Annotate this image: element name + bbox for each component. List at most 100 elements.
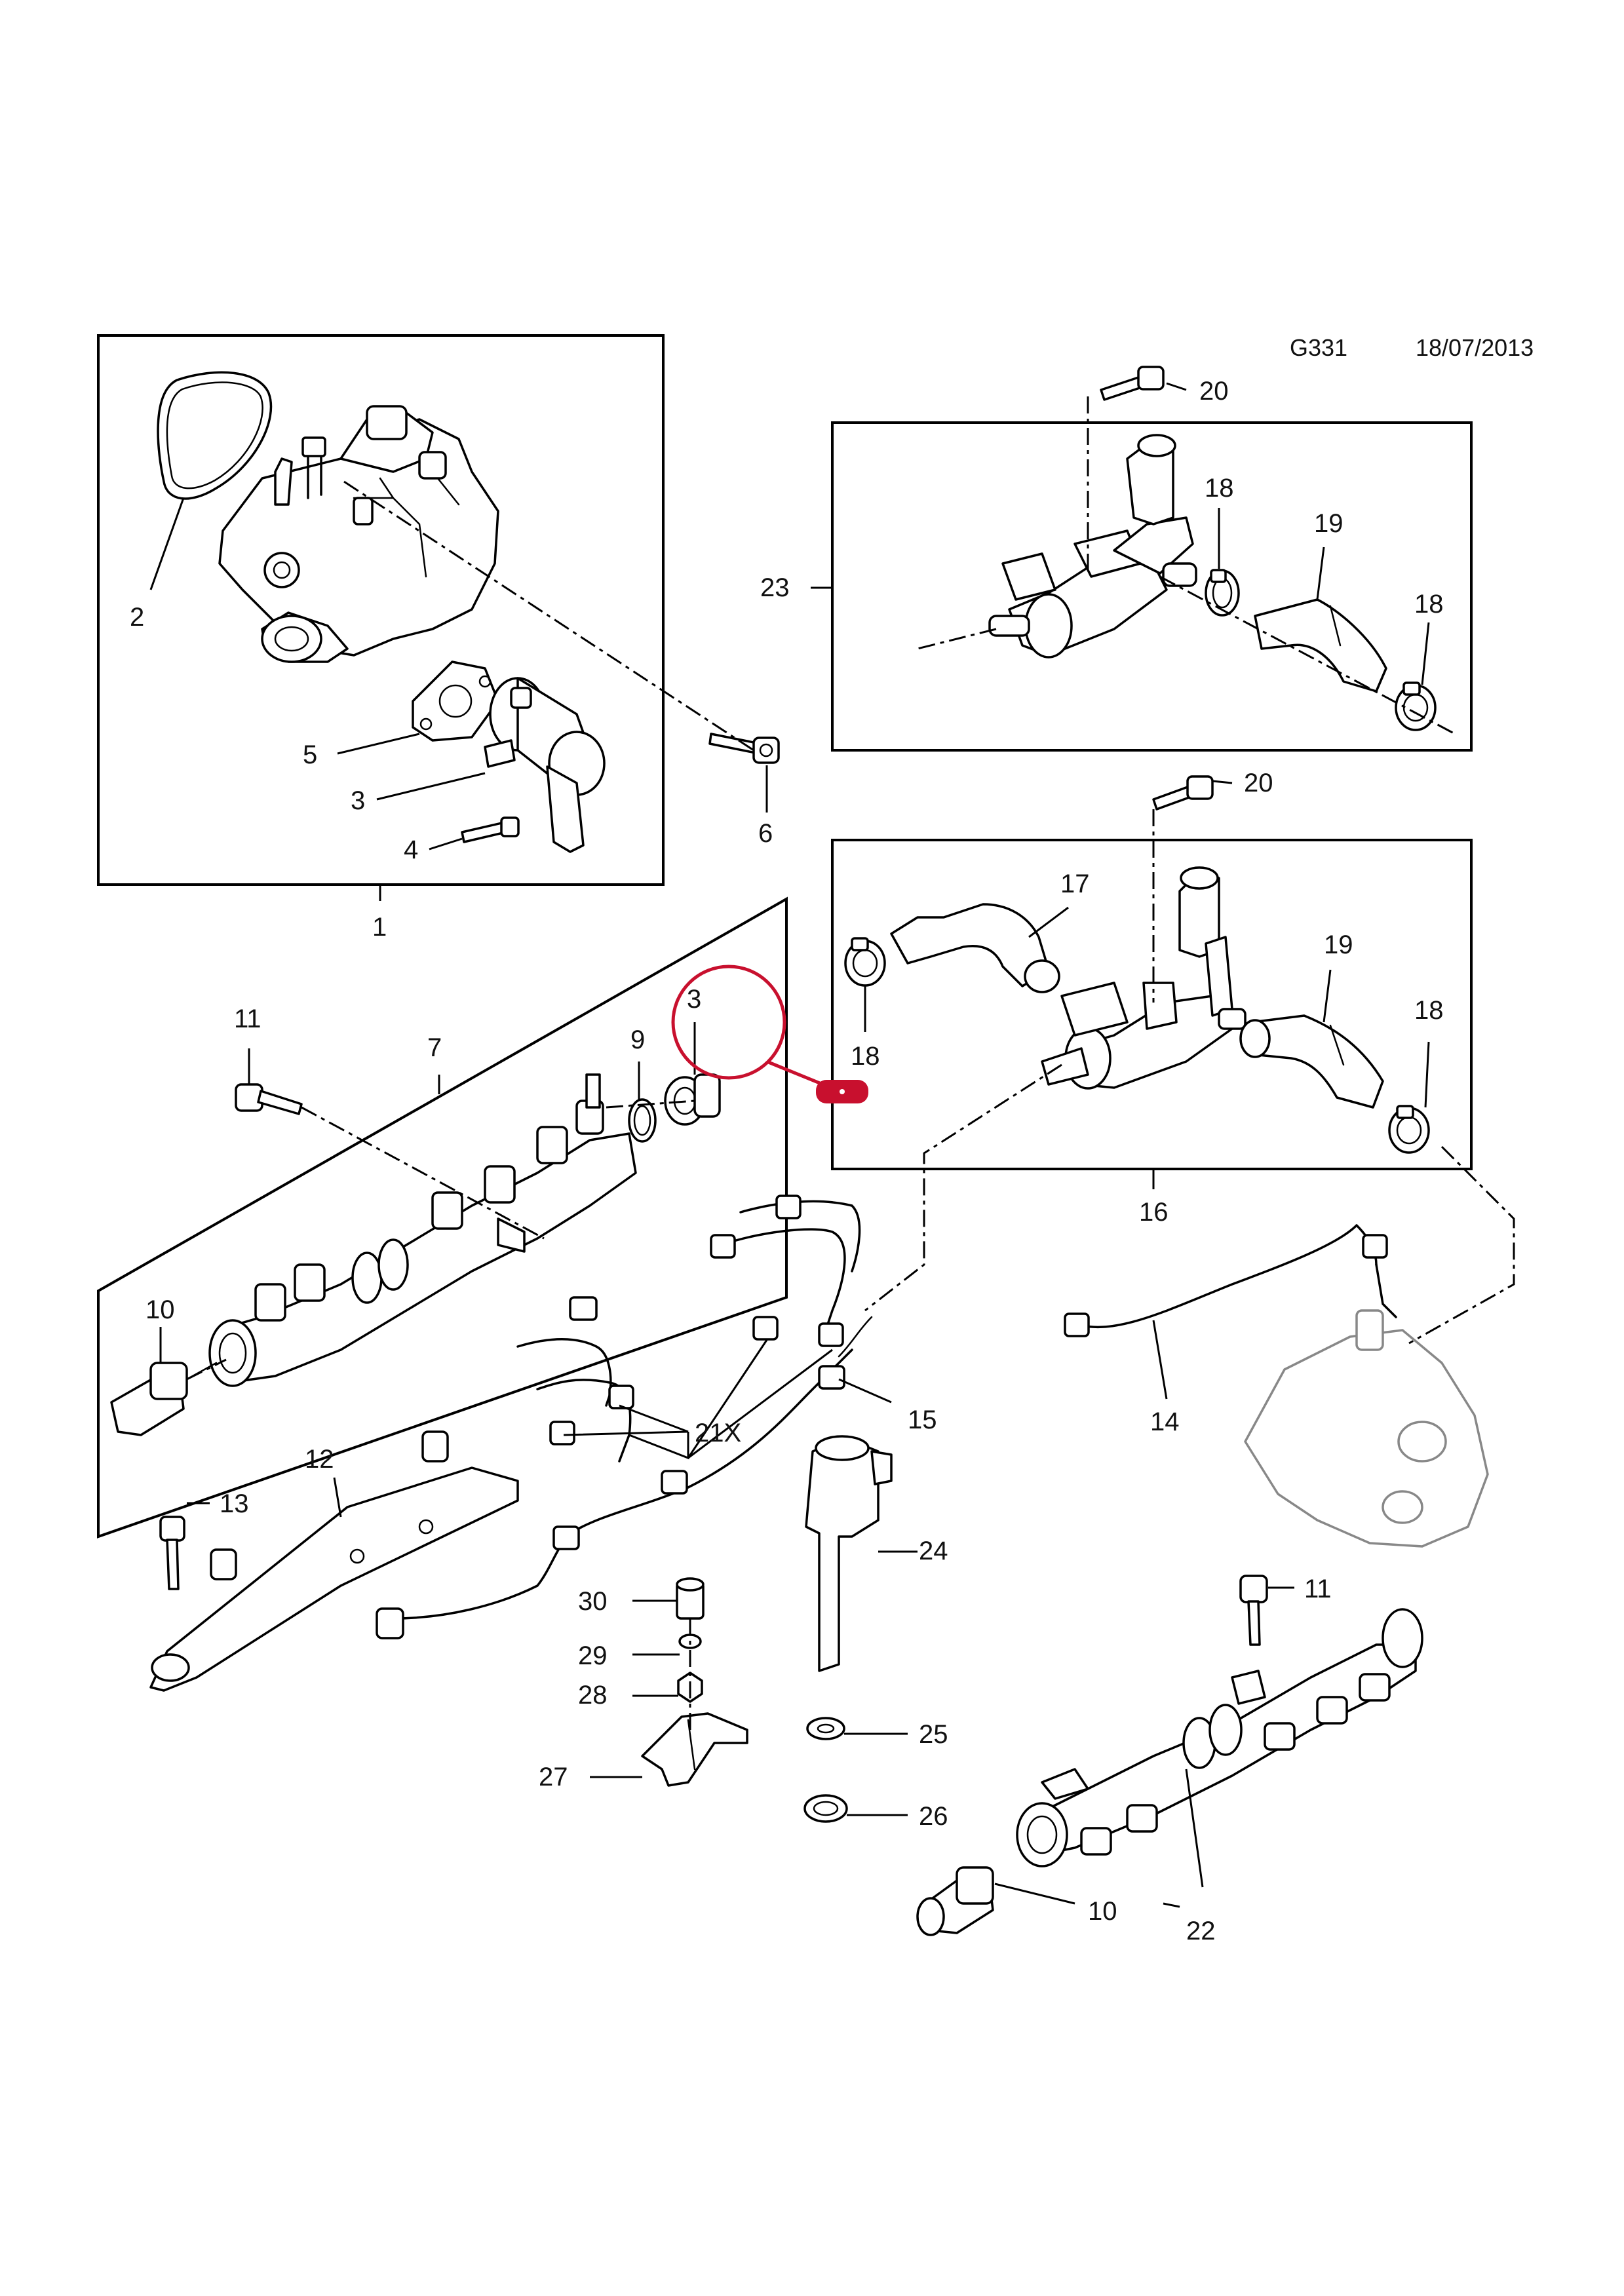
leak-off-pipe	[376, 1316, 873, 1639]
hose-clamp-18-c	[844, 937, 886, 987]
callout-21x: 21X	[695, 1419, 741, 1447]
frame-assembly-16	[831, 839, 1473, 1170]
high-pressure-pump	[218, 405, 499, 663]
callout-30: 30	[578, 1587, 608, 1616]
callout-19-lower: 19	[1324, 930, 1353, 959]
callout-10-lower: 10	[1088, 1897, 1117, 1926]
bolt-13	[159, 1516, 185, 1590]
callout-19-top: 19	[1314, 509, 1344, 538]
leader-19b	[1323, 969, 1332, 1023]
dash-line-block23	[917, 575, 1456, 735]
injector-24	[805, 1435, 893, 1672]
fuel-connector-block-23	[988, 434, 1197, 659]
callout-13: 13	[220, 1489, 249, 1518]
pump-ghost	[1244, 1309, 1489, 1548]
pump-o-ring	[157, 371, 273, 500]
fuel-rail-7	[208, 1073, 637, 1387]
injector-pipes-21x	[516, 1195, 861, 1463]
leader-2	[149, 497, 185, 590]
leader-14	[1152, 1320, 1168, 1400]
callout-6: 6	[758, 819, 773, 848]
callout-18-lower-right: 18	[1414, 996, 1444, 1025]
leader-5	[337, 733, 420, 755]
leader-10b	[994, 1883, 1075, 1905]
spacer-30	[676, 1577, 705, 1620]
rail-bracket-12	[149, 1430, 519, 1692]
high-pressure-line-14	[1064, 1224, 1397, 1337]
hose-clamp-18-b	[1395, 681, 1437, 731]
callout-29: 29	[578, 1641, 608, 1670]
callout-18-top-left: 18	[1205, 474, 1234, 503]
pressure-limiter-8	[664, 1073, 721, 1126]
callout-10-left: 10	[145, 1295, 175, 1324]
hose-clamp-18-a	[1205, 569, 1240, 617]
leader-4	[429, 837, 463, 851]
frame-assembly-23	[831, 421, 1473, 752]
fuel-connector-block-16	[1041, 866, 1247, 1090]
pump-bolt-6	[708, 733, 780, 764]
callout-11-rail: 11	[234, 1004, 261, 1033]
callout-15: 15	[908, 1406, 937, 1434]
washer-25	[806, 1717, 845, 1740]
leader-19a	[1316, 546, 1325, 600]
dash-line-rail-right	[606, 1100, 695, 1109]
leader-12	[333, 1477, 342, 1518]
callout-9: 9	[630, 1025, 645, 1054]
leader-20b	[1212, 780, 1233, 784]
leader-18d	[1424, 1041, 1430, 1108]
leader-17	[1028, 906, 1069, 938]
leader-3a	[376, 772, 486, 801]
fuel-rail-22	[1016, 1608, 1423, 1867]
metering-valve-bolt	[461, 816, 520, 843]
dash-line-pump-to-bolt	[343, 480, 754, 752]
callout-27: 27	[539, 1763, 568, 1791]
callout-28: 28	[578, 1681, 608, 1710]
callout-1: 1	[372, 913, 387, 942]
callout-18-top-right: 18	[1414, 590, 1444, 619]
rail-pressure-sensor-10-left	[110, 1362, 218, 1436]
callout-20-lower: 20	[1244, 769, 1273, 797]
rail-o-ring-9	[628, 1098, 657, 1143]
leader-18b	[1421, 622, 1430, 685]
callout-11-lower: 11	[1304, 1575, 1332, 1603]
callout-3-pump: 3	[351, 786, 365, 815]
hose-17	[890, 903, 1060, 993]
hose-19-lower	[1239, 1014, 1384, 1109]
dash-line-rail-bolt	[301, 1106, 545, 1240]
callout-20-top: 20	[1199, 377, 1229, 406]
highlight-tag-dot	[840, 1089, 845, 1094]
callout-17: 17	[1060, 870, 1090, 898]
bolt-11-lower	[1239, 1575, 1268, 1646]
callout-14: 14	[1150, 1407, 1180, 1436]
callout-25: 25	[919, 1720, 948, 1749]
callout-26: 26	[919, 1802, 948, 1831]
bolt-11-rail	[235, 1083, 303, 1115]
bolt-20-top	[1100, 366, 1165, 401]
dash-line-clamp-to-pump	[1408, 1145, 1515, 1345]
callout-4: 4	[404, 835, 418, 864]
leader-21x	[628, 1339, 833, 1460]
fuel-metering-valve	[484, 677, 606, 853]
callout-12: 12	[305, 1445, 334, 1474]
highlight-ring[interactable]	[671, 965, 786, 1080]
rail-pressure-sensor-10-lower	[916, 1866, 994, 1936]
dash-line-sensor-left	[186, 1358, 227, 1381]
leader-15	[838, 1378, 892, 1404]
leader-21x-b	[563, 1404, 689, 1436]
diagram-date: 18/07/2013	[1416, 334, 1534, 361]
callout-23: 23	[760, 573, 790, 602]
callout-22: 22	[1186, 1917, 1216, 1945]
callout-24: 24	[919, 1537, 948, 1565]
bolt-20-lower	[1152, 775, 1214, 811]
clamp-27	[641, 1712, 748, 1787]
callout-18-lower-left: 18	[851, 1042, 880, 1071]
dash-line-block16-to-pipe	[864, 1063, 1062, 1312]
leader-20a	[1166, 382, 1187, 391]
callout-5: 5	[303, 740, 317, 769]
highlight-marker[interactable]	[671, 965, 868, 1103]
hose-19-top	[1254, 598, 1387, 693]
leader-22	[1163, 1769, 1204, 1908]
callout-7: 7	[427, 1033, 442, 1062]
metering-unit-gasket	[412, 660, 499, 742]
